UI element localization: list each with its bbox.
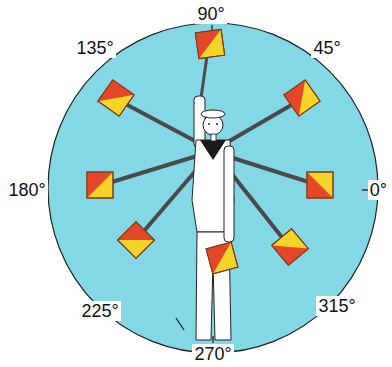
lowered-arm: [224, 146, 234, 242]
angle-label: 315°: [316, 296, 357, 316]
eye: [216, 123, 218, 125]
angle-label: 90°: [195, 4, 226, 24]
flag: [206, 242, 238, 274]
angle-label: 45°: [311, 38, 342, 58]
angle-label: 180°: [6, 180, 47, 200]
staff: [201, 56, 207, 98]
neck: [211, 134, 216, 141]
sailor-figure: [192, 56, 234, 340]
tick: [176, 318, 184, 330]
angle-label: 270°: [192, 344, 233, 364]
hat: [201, 110, 225, 118]
collar: [200, 140, 226, 160]
tick: [212, 336, 213, 343]
angle-label: 225°: [79, 301, 120, 321]
semaphore-flags: [87, 29, 333, 274]
flag: [307, 172, 333, 198]
flag: [87, 172, 113, 198]
tick-marks: [176, 25, 369, 343]
flag: [98, 80, 134, 116]
angle-label: 0°: [368, 180, 389, 200]
angle-circle: [48, 23, 378, 353]
eye: [208, 123, 210, 125]
flag: [118, 222, 155, 259]
angle-label: 135°: [74, 38, 115, 58]
flag: [195, 29, 224, 58]
flag: [284, 80, 320, 116]
flag: [272, 229, 309, 266]
